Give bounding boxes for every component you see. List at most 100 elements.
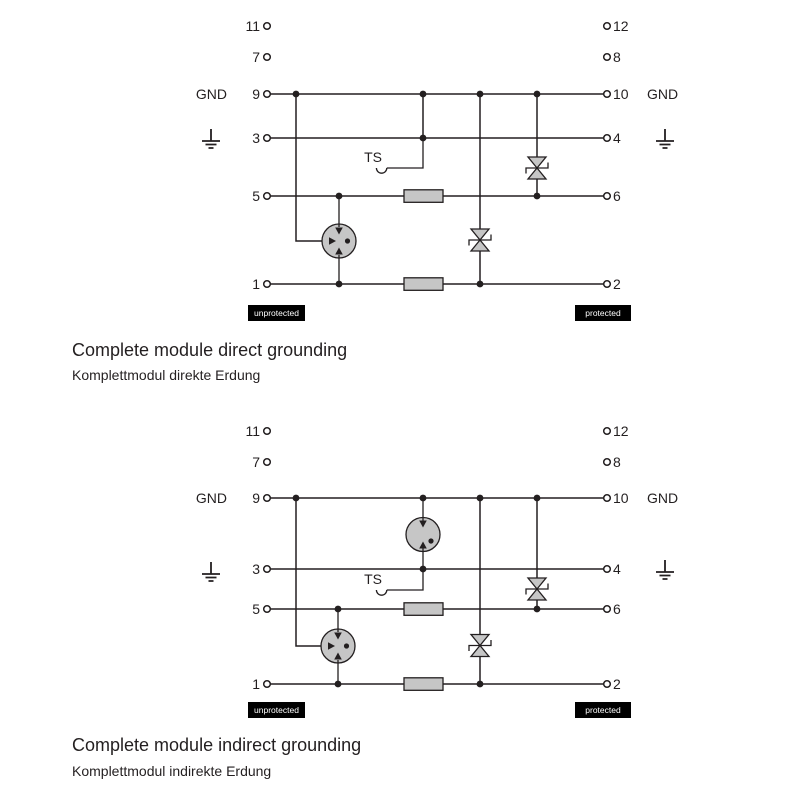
zone-label-text: unprotected	[254, 705, 299, 715]
terminal-circle	[262, 679, 272, 689]
terminal-label: 3	[252, 130, 260, 146]
terminal-circle	[602, 21, 612, 31]
zone-label-unprotected: unprotected	[248, 305, 305, 321]
terminal-circle	[602, 133, 612, 143]
gas-discharge-tube-3-electrode-icon	[320, 609, 356, 684]
terminal-circle	[262, 426, 272, 436]
ts-contact-icon	[375, 589, 388, 596]
terminal-circle	[602, 679, 612, 689]
terminal-circle	[602, 564, 612, 574]
terminal-label: 4	[613, 561, 621, 577]
gdt-bottom-arrow	[419, 541, 427, 549]
junction-dot	[533, 605, 541, 613]
zone-label-text: protected	[585, 308, 621, 318]
terminal-circle	[262, 191, 272, 201]
ts-label: TS	[364, 571, 382, 587]
tvs-bar	[468, 640, 492, 651]
gdt-gas-dot	[428, 538, 434, 544]
ts-wire	[386, 569, 424, 591]
resistor-line5	[403, 189, 444, 203]
tvs-bottom-triangle	[526, 166, 548, 180]
gdt-bottom-arrow	[334, 652, 342, 660]
diagram-subtitle: Komplettmodul indirekte Erdung	[72, 763, 271, 779]
tvs-top-triangle	[469, 633, 491, 647]
junction-dot	[419, 494, 427, 502]
terminal-circle	[602, 604, 612, 614]
terminal-label: 11	[245, 18, 260, 34]
junction-dot	[419, 90, 427, 98]
junction-dot	[334, 680, 342, 688]
terminal-circle	[602, 89, 612, 99]
zone-label-protected: protected	[575, 305, 631, 321]
terminal-label: 9	[252, 490, 260, 506]
junction-dot	[533, 192, 541, 200]
earth-ground-icon	[202, 129, 220, 149]
terminal-label: 11	[245, 423, 260, 439]
gdt-left-arrow	[329, 237, 336, 245]
terminal-label: 5	[252, 601, 260, 617]
terminal-circle	[262, 21, 272, 31]
junction-dot	[334, 605, 342, 613]
gdt-top-arrow	[334, 632, 342, 640]
gdt-gas-dot	[344, 238, 351, 244]
terminal-circle	[262, 279, 272, 289]
gdt-top-arrow	[419, 520, 427, 528]
terminal-circle	[262, 457, 272, 467]
terminal-circle	[602, 426, 612, 436]
tvs-bar	[468, 234, 492, 246]
tvs-bar	[525, 583, 549, 595]
resistor-line1	[403, 277, 444, 291]
junction-dot	[335, 280, 343, 288]
diagram-title: Complete module direct grounding	[72, 340, 347, 360]
terminal-label: 3	[252, 561, 260, 577]
terminal-circle	[602, 493, 612, 503]
gdt-gas-dot	[343, 643, 350, 649]
terminal-label: 2	[613, 676, 621, 692]
terminal-circle	[262, 89, 272, 99]
zone-label-bg	[248, 702, 305, 718]
terminal-circle	[602, 457, 612, 467]
terminal-label: 9	[252, 86, 260, 102]
junction-dot	[476, 494, 484, 502]
tvs-bottom-triangle	[526, 587, 548, 601]
zone-label-bg	[575, 702, 631, 718]
tvs-top-triangle	[469, 228, 491, 242]
terminal-circle	[262, 133, 272, 143]
tvs-bottom-triangle	[469, 644, 491, 658]
terminal-circle	[262, 493, 272, 503]
tvs-top-triangle	[526, 577, 548, 591]
terminal-label: 6	[613, 601, 621, 617]
wire-gnd-to-gdt	[295, 94, 329, 242]
ts-wire	[386, 138, 424, 169]
zone-label-unprotected: unprotected	[248, 702, 305, 718]
terminal-circle	[262, 52, 272, 62]
gnd-label-right: GND	[647, 490, 678, 506]
gas-discharge-tube-3-electrode-icon	[321, 196, 357, 284]
gdt-bottom-arrow	[335, 247, 343, 255]
gnd-label-left: GND	[196, 490, 227, 506]
terminal-label: 10	[613, 490, 629, 506]
terminal-circle	[602, 52, 612, 62]
gdt-left-arrow	[328, 642, 335, 650]
zone-label-text: protected	[585, 705, 621, 715]
junction-dot	[419, 134, 427, 142]
zone-label-bg	[248, 305, 305, 321]
terminal-label: 2	[613, 276, 621, 292]
earth-ground-icon	[656, 129, 674, 149]
junction-dot	[476, 280, 484, 288]
resistor-line1	[403, 677, 444, 691]
junction-dot	[292, 494, 300, 502]
ts-disconnect-switch: TS	[364, 569, 424, 596]
terminal-circle	[602, 279, 612, 289]
resistor-line5	[403, 602, 444, 616]
terminal-label: 5	[252, 188, 260, 204]
gdt-top-arrow	[335, 227, 343, 235]
junction-dot	[419, 565, 427, 573]
tvs-top-triangle	[526, 156, 548, 170]
terminal-label: 7	[252, 49, 260, 65]
terminal-label: 12	[613, 18, 629, 34]
terminal-label: 12	[613, 423, 629, 439]
terminal-label: 6	[613, 188, 621, 204]
